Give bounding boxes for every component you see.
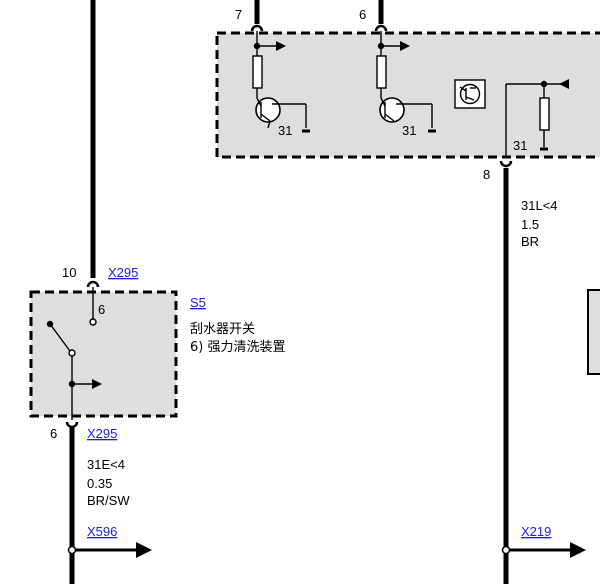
wire-right-gauge: 1.5 bbox=[521, 217, 539, 232]
switch-ref-link[interactable]: S5 bbox=[190, 295, 206, 310]
pin-label-7: 7 bbox=[235, 7, 242, 22]
switch-contacts bbox=[46, 287, 102, 420]
wire-left-code: 31E<4 bbox=[87, 457, 125, 472]
switch-desc-line1: 刮水器开关 bbox=[190, 322, 255, 337]
connector-label-x295-top[interactable]: X295 bbox=[108, 265, 138, 280]
switch-box bbox=[29, 290, 178, 418]
connector-label-x596[interactable]: X596 bbox=[87, 524, 117, 539]
ground-label-3: 31 bbox=[513, 138, 527, 153]
output-circuit bbox=[505, 79, 569, 157]
wire-left-gauge: 0.35 bbox=[87, 476, 112, 491]
wire-left-color: BR/SW bbox=[87, 493, 130, 508]
switch-desc-line2: 6) 强力清洗装置 bbox=[190, 340, 285, 355]
connector-x219-arrow bbox=[501, 542, 586, 558]
connector-label-x219[interactable]: X219 bbox=[521, 524, 551, 539]
transistor-symbol-icon bbox=[454, 79, 486, 109]
connector-x295-top bbox=[86, 280, 100, 288]
connector-pin7 bbox=[250, 24, 264, 32]
wire-right-code: 31L<4 bbox=[521, 198, 558, 213]
transistor-circuit-1 bbox=[252, 31, 310, 133]
connector-x596-arrow bbox=[67, 542, 152, 558]
wire-right-color: BR bbox=[521, 234, 539, 249]
ground-label-1: 31 bbox=[278, 123, 292, 138]
pin-label-8: 8 bbox=[483, 167, 490, 182]
pin-label-6-bottom: 6 bbox=[50, 426, 57, 441]
transistor-circuit-2 bbox=[376, 31, 436, 133]
connector-pin6-top bbox=[374, 24, 388, 32]
connector-pin8 bbox=[499, 160, 513, 168]
connector-x295-bottom bbox=[65, 421, 79, 429]
connector-label-x295-bottom[interactable]: X295 bbox=[87, 426, 117, 441]
pin-label-6-top: 6 bbox=[359, 7, 366, 22]
switch-inner-pin: 6 bbox=[98, 302, 105, 317]
right-edge-module bbox=[587, 289, 600, 375]
pin-label-10: 10 bbox=[62, 265, 76, 280]
top-module-box bbox=[215, 31, 600, 159]
ground-label-2: 31 bbox=[402, 123, 416, 138]
